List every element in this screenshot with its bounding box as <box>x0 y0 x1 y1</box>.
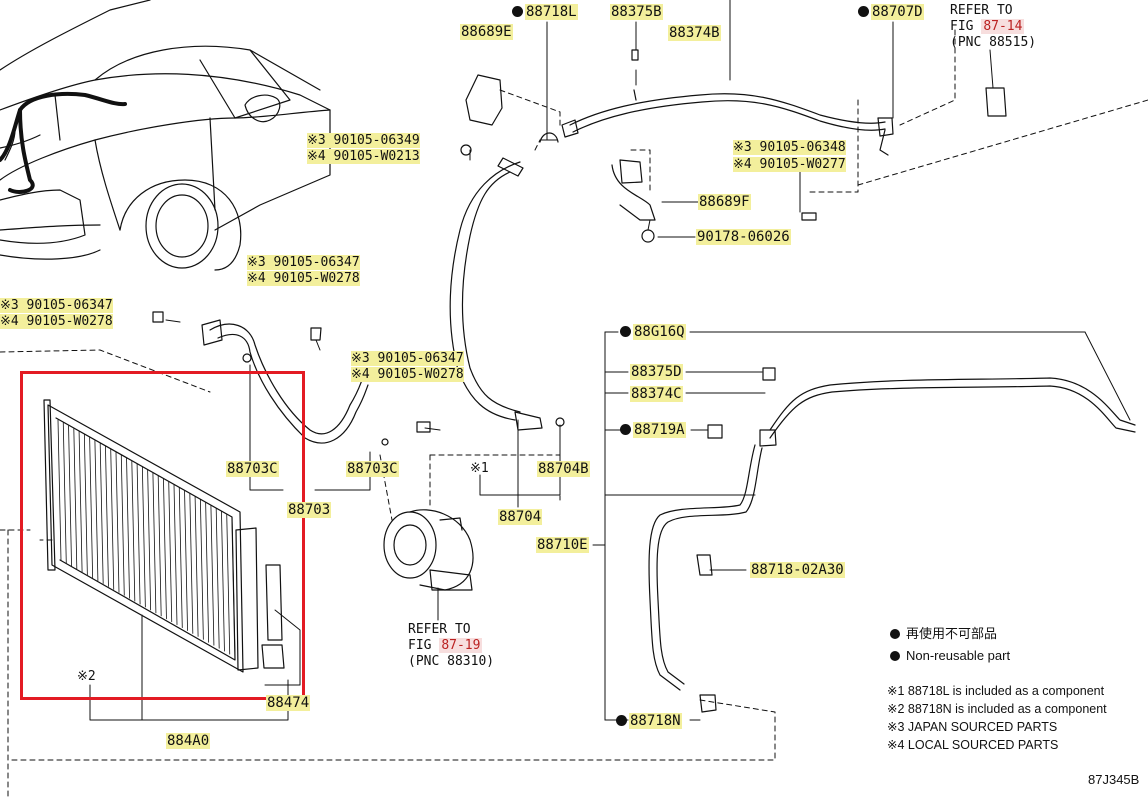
bolt-90105-06348[interactable]: ※3 90105-06348 <box>733 140 846 155</box>
part-88710E[interactable]: 88710E <box>536 537 589 553</box>
condenser-fin <box>152 472 157 614</box>
part-88689F[interactable]: 88689F <box>698 194 751 210</box>
fig-link-87-14[interactable]: 87-14 <box>981 19 1025 34</box>
condenser-fin <box>173 484 178 626</box>
condenser-fin <box>110 448 115 590</box>
footnote-1: ※1 88718L is included as a component <box>887 684 1105 698</box>
bolt-90105-W0277[interactable]: ※4 90105-W0277 <box>733 157 846 172</box>
condenser-fin <box>120 454 125 596</box>
condenser-fin <box>105 446 109 587</box>
footnote-3: ※3 JAPAN SOURCED PARTS <box>887 720 1058 734</box>
condenser-fin <box>136 463 141 605</box>
condenser-fin <box>194 496 199 637</box>
bolt-90105-W0278-b[interactable]: ※4 90105-W0278 <box>0 314 113 329</box>
part-88375D[interactable]: 88375D <box>630 364 683 380</box>
condenser-fin <box>226 513 231 655</box>
condenser-fin <box>62 422 67 564</box>
diagram-code: 87J345B <box>1088 772 1140 787</box>
part-88375B[interactable]: 88375B <box>610 4 663 20</box>
condenser-fin <box>68 425 72 567</box>
part-88718L[interactable]: 88718L <box>512 4 578 20</box>
condenser-fin <box>163 478 167 620</box>
part-88703C-right[interactable]: 88703C <box>346 461 399 477</box>
part-90178-06026[interactable]: 90178-06026 <box>696 229 791 245</box>
selection-box-condenser <box>20 371 305 700</box>
condenser-fin <box>168 481 173 623</box>
part-88703C-left[interactable]: 88703C <box>226 461 279 477</box>
condenser-fin <box>83 434 88 576</box>
part-884A0[interactable]: 884A0 <box>166 733 211 749</box>
condenser-fin <box>210 504 215 646</box>
part-88719A[interactable]: 88719A <box>620 422 686 438</box>
bolt-90105-W0278-a[interactable]: ※4 90105-W0278 <box>247 271 360 286</box>
bolt-90105-W0213[interactable]: ※4 90105-W0213 <box>307 149 420 164</box>
liquid-line <box>648 377 1136 691</box>
condenser-fin <box>199 498 204 640</box>
note-mark-2: ※2 <box>77 669 96 684</box>
condenser-fin <box>131 460 136 602</box>
non-reusable-dot-icon <box>890 651 900 661</box>
non-reusable-dot-icon <box>858 6 869 17</box>
non-reusable-dot-icon <box>616 715 627 726</box>
condenser-fin <box>99 443 104 584</box>
refer-to-fig-87-19: REFER TO FIG 87-19 (PNC 88310) <box>408 622 495 669</box>
condenser-fin <box>221 510 225 652</box>
condenser-fin <box>147 469 152 611</box>
condenser-fin <box>184 490 188 631</box>
refer-to-fig-87-14: REFER TO FIG 87-14 (PNC 88515) <box>950 3 1037 50</box>
legend-en: Non-reusable part <box>890 647 1010 665</box>
legend-jp: 再使用不可部品 <box>890 625 997 643</box>
dashed-guides <box>0 29 1148 799</box>
condenser-fin <box>231 516 236 658</box>
bolt-90105-06347-c[interactable]: ※3 90105-06347 <box>351 351 464 366</box>
part-88374B[interactable]: 88374B <box>668 25 721 41</box>
condenser-fin <box>78 431 83 573</box>
fig-link-87-19[interactable]: 87-19 <box>439 638 483 653</box>
part-88689E[interactable]: 88689E <box>460 24 513 40</box>
condenser-fins <box>57 419 236 658</box>
note-mark-1: ※1 <box>470 461 489 476</box>
part-88374C[interactable]: 88374C <box>630 386 683 402</box>
condenser-fin <box>215 507 220 649</box>
vehicle-illustration <box>0 0 331 271</box>
condenser-fin <box>57 419 62 561</box>
condenser-fin <box>115 451 120 593</box>
suction-hose <box>449 157 543 431</box>
compressor <box>383 509 474 591</box>
non-reusable-dot-icon <box>620 424 631 435</box>
part-88704[interactable]: 88704 <box>498 509 543 525</box>
condenser-fin <box>73 428 78 570</box>
bolt-90105-06347-b[interactable]: ※3 90105-06347 <box>0 298 113 313</box>
condenser-fin <box>89 437 94 579</box>
non-reusable-dot-icon <box>890 629 900 639</box>
condenser-fin <box>94 440 99 581</box>
part-88703[interactable]: 88703 <box>287 502 332 518</box>
bolt-90105-06349[interactable]: ※3 90105-06349 <box>307 133 420 148</box>
condenser-fin <box>157 475 162 617</box>
condenser-fin <box>141 466 146 608</box>
part-88718N[interactable]: 88718N <box>616 713 682 729</box>
bolt-90105-06347-a[interactable]: ※3 90105-06347 <box>247 255 360 270</box>
footnote-4: ※4 LOCAL SOURCED PARTS <box>887 738 1059 752</box>
part-88707D[interactable]: 88707D <box>858 4 924 20</box>
part-88G16Q[interactable]: 88G16Q <box>620 324 686 340</box>
footnote-2: ※2 88718N is included as a component <box>887 702 1107 716</box>
condenser-fin <box>205 501 210 643</box>
condenser-fin <box>126 457 130 599</box>
condenser-fin <box>189 493 194 634</box>
part-88704B[interactable]: 88704B <box>537 461 590 477</box>
part-88718-02A30[interactable]: 88718-02A30 <box>750 562 845 578</box>
non-reusable-dot-icon <box>512 6 523 17</box>
bolt-90105-W0278-c[interactable]: ※4 90105-W0278 <box>351 367 464 382</box>
part-88474[interactable]: 88474 <box>266 695 311 711</box>
discharge-pipe <box>561 93 894 156</box>
non-reusable-dot-icon <box>620 326 631 337</box>
condenser-fin <box>178 487 183 629</box>
